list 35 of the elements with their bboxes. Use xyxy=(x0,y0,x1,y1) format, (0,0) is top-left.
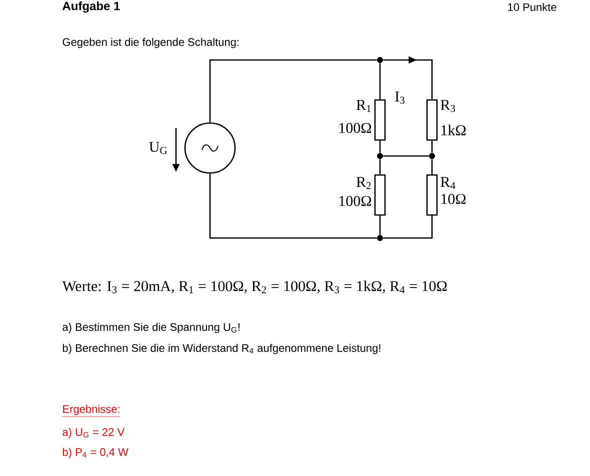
answer-text: b) P$_{4}$ = 0,4 W xyxy=(62,448,128,458)
component-label: 100Ω xyxy=(339,122,372,134)
component-label: 100Ω xyxy=(339,196,372,206)
component-label: R$_{4}$ xyxy=(440,177,456,189)
component-label: R$_{1}$ xyxy=(356,100,371,112)
heading: Aufgabe 1 xyxy=(62,1,120,13)
component-label: R$_{2}$ xyxy=(356,177,371,189)
wire xyxy=(209,174,377,239)
answer-text: a) U$_{G}$ = 22 V xyxy=(62,428,125,438)
results-heading: Ergebnisse: xyxy=(62,404,120,417)
resistor xyxy=(374,174,386,216)
values-text: Werte: I$_{3}$ = 20mA, R$_{1}$ = 100Ω, R$_{2}$ = 100Ω, R$_{3}$ = 1kΩ, R$_{4}$ = 10Ω xyxy=(62,280,447,294)
component-label: 1kΩ xyxy=(442,124,466,136)
points-label: 10 Punkte xyxy=(508,2,556,12)
resistor xyxy=(426,174,438,216)
wire xyxy=(379,159,381,174)
voltage-source xyxy=(184,122,236,174)
wire xyxy=(383,155,429,157)
wire xyxy=(383,216,433,239)
component-label: U$_{G}$ xyxy=(149,142,167,154)
question-text: a) Bestimmen Sie die Spannung U$_{G}$! xyxy=(62,322,240,334)
wire xyxy=(379,216,381,235)
current-label: I$_{3}$ xyxy=(394,90,406,105)
wire xyxy=(379,140,381,153)
intro-text: Gegeben ist die folgende Schaltung: xyxy=(62,38,239,48)
question-text: b) Berechnen Sie die im Widerstand R$_{4}$ aufgenommene Leistung! xyxy=(62,344,380,354)
component-label: 10Ω xyxy=(442,194,466,204)
component-label: R$_{3}$ xyxy=(440,100,456,112)
wire xyxy=(431,159,433,174)
wire xyxy=(431,140,433,153)
wire xyxy=(379,63,381,100)
wire xyxy=(383,56,433,100)
wire xyxy=(209,59,377,122)
resistor xyxy=(374,99,386,141)
resistor xyxy=(426,99,438,141)
